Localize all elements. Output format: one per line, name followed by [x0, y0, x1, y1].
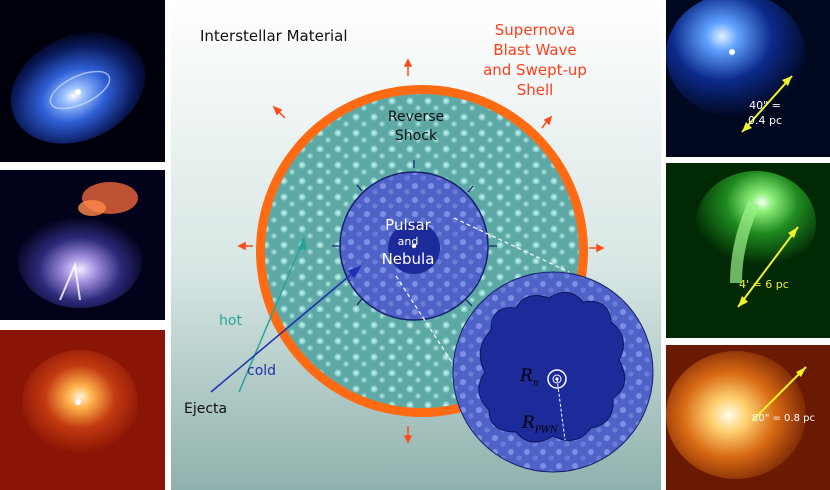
scale-label-top-right: 40" = 0.4 pc [748, 99, 783, 127]
reverse-shock-label: Reverse Shock [387, 109, 445, 144]
pulsar-and-nebula-label: Pulsar and Nebula [381, 216, 435, 268]
hot-ejecta-label: hot [219, 313, 242, 329]
rn-radius-label: Rn [520, 366, 539, 389]
diagram-title: Interstellar Material [200, 27, 348, 45]
pulsar-wind-nebula-green-image [666, 163, 830, 338]
pulsar-wind-nebula-orange-image [666, 345, 830, 490]
scale-label-bottom-right: 80" = 0.8 pc [752, 413, 815, 424]
pulsar-wind-nebula-blue-image [666, 0, 830, 157]
cold-ejecta-label: cold [247, 363, 277, 379]
ejecta-label: Ejecta [184, 401, 228, 417]
msh-nebula-composite-image [0, 170, 165, 320]
crab-nebula-optical-orange-image [0, 330, 165, 490]
scale-label-mid-right: 4' = 6 pc [739, 278, 789, 291]
rpwn-radius-label: RPWN [522, 413, 558, 436]
pulsar-wind-nebula-cloud [478, 291, 626, 443]
supernova-blast-wave-label: Supernova Blast Wave and Swept-up Shell [483, 21, 587, 99]
crab-nebula-xray-image [0, 0, 165, 162]
pulsar-nebula-diagram [171, 0, 661, 490]
